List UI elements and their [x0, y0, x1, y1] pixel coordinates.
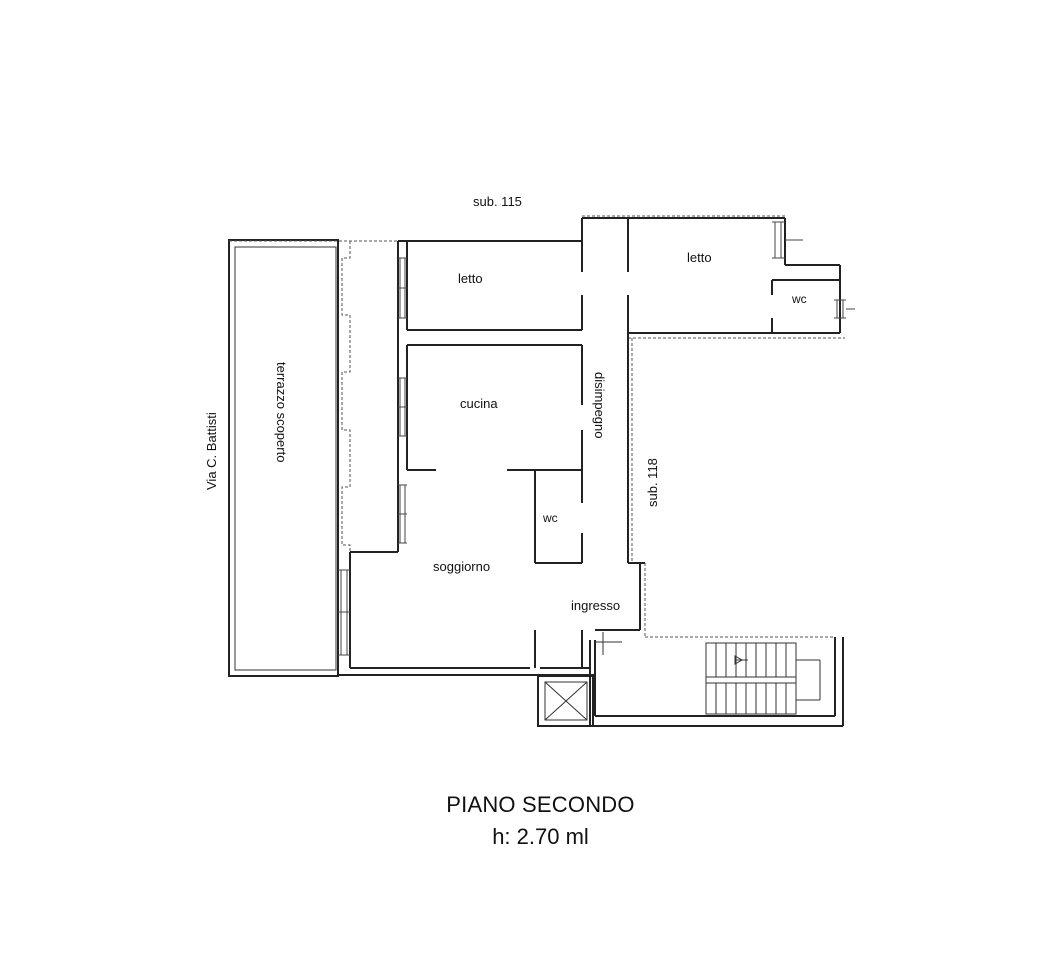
apartment-walls	[338, 215, 845, 676]
label-room-bedroom-1: letto	[458, 271, 483, 286]
window-bedroom-2	[772, 221, 803, 259]
label-neighbor-east: sub. 118	[645, 458, 660, 507]
stairwell	[537, 632, 844, 727]
label-room-kitchen: cucina	[460, 396, 498, 411]
plan-title: PIANO SECONDO	[446, 792, 635, 817]
window-bedroom-1	[398, 257, 407, 319]
label-street: Via C. Battisti	[204, 412, 219, 490]
label-room-wc-2: wc	[791, 292, 807, 306]
label-neighbor-north: sub. 115	[473, 194, 522, 209]
label-room-corridor: disimpegno	[592, 372, 607, 439]
window-kitchen	[398, 377, 407, 437]
label-terrace: terrazzo scoperto	[274, 362, 289, 462]
label-room-entrance: ingresso	[571, 598, 620, 613]
window-living	[398, 484, 407, 544]
label-room-wc-1: wc	[542, 511, 558, 525]
window-living-west	[338, 569, 350, 656]
windows	[338, 221, 855, 656]
ceiling-height-label: h: 2.70 ml	[492, 824, 589, 849]
label-room-living: soggiorno	[433, 559, 490, 574]
label-room-bedroom-2: letto	[687, 250, 712, 265]
interior-walls	[406, 218, 840, 668]
window-wc-2	[834, 299, 855, 319]
